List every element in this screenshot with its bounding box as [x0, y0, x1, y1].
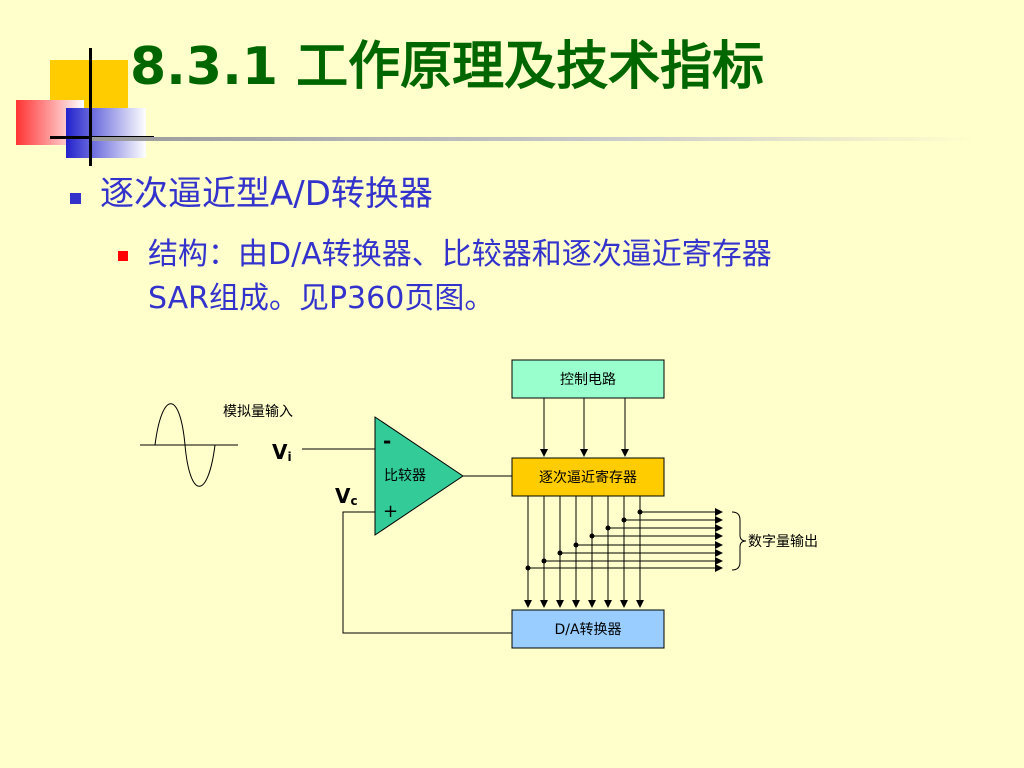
sar-register-label: 逐次逼近寄存器: [539, 469, 637, 486]
vc-sub: c: [350, 494, 357, 508]
bullet-sar-adc: 逐次逼近型A/D转换器: [70, 172, 433, 216]
junction-dot-5: [605, 525, 611, 531]
bullet-square-icon: [70, 193, 81, 204]
sub-bullet-square-icon: [118, 251, 128, 261]
bullet-text: 逐次逼近型A/D转换器: [100, 174, 433, 214]
data-bus-lines: [524, 496, 723, 608]
decor-vertical-line: [89, 48, 92, 166]
comparator-minus-sign: -: [383, 429, 391, 453]
comparator-plus-sign: +: [383, 501, 398, 522]
digital-output-label: 数字量输出: [748, 534, 818, 550]
junction-dot-1: [541, 558, 547, 564]
page-title: 8.3.1 工作原理及技术指标: [130, 37, 765, 97]
comparator-label: 比较器: [384, 468, 426, 484]
sine-wave-icon: [154, 403, 216, 487]
vc-main: V: [335, 484, 351, 508]
decor-blue-gradient-block: [66, 108, 146, 158]
output-brace-icon: [731, 511, 747, 571]
control-circuit-block: [511, 359, 665, 399]
comparator-triangle: [374, 416, 464, 536]
sar-register-block: [511, 457, 665, 497]
dac-block: [511, 609, 665, 649]
vi-sub: i: [287, 450, 291, 464]
junction-dot-0: [525, 565, 531, 571]
vi-label: Vi: [272, 440, 292, 464]
junction-dot-7: [637, 509, 643, 515]
sub-bullet-line-1: 结构：由D/A转换器、比较器和逐次逼近寄存器: [148, 237, 772, 272]
title-underline: [92, 137, 974, 141]
sub-bullet-line-2: SAR组成。见P360页图。: [148, 281, 495, 316]
vi-main: V: [272, 440, 288, 464]
vc-label: Vc: [335, 484, 358, 508]
junction-dot-4: [589, 533, 595, 539]
junction-dot-6: [621, 517, 627, 523]
analog-input-label: 模拟量输入: [223, 404, 293, 420]
control-circuit-label: 控制电路: [560, 372, 616, 388]
junction-dot-2: [557, 550, 563, 556]
sub-bullet-structure: 结构：由D/A转换器、比较器和逐次逼近寄存器 SAR组成。见P360页图。: [118, 233, 998, 321]
dac-label: D/A转换器: [554, 621, 621, 638]
vc-feedback-wire: [342, 511, 512, 634]
junction-dot-3: [573, 542, 579, 548]
